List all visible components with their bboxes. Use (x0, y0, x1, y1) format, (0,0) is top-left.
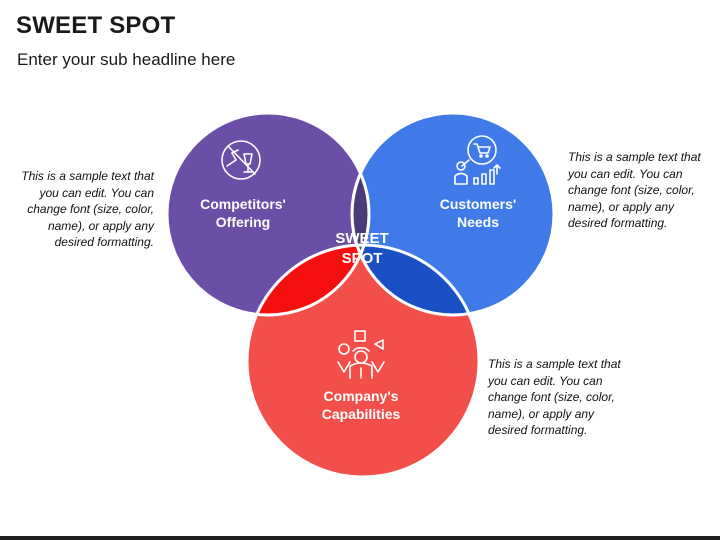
label-sweet-spot-line1: SWEET (335, 230, 388, 247)
sample-text-right-bottom: This is a sample text that you can edit.… (488, 357, 621, 437)
slide-subtitle: Enter your sub headline here (17, 50, 236, 69)
sample-text-left: This is a sample text that you can edit.… (21, 169, 154, 249)
shopping-cart-growth-icon (454, 135, 501, 185)
label-customers-line1: Customers' (440, 196, 516, 212)
label-company-line1: Company's (324, 388, 399, 404)
label-competitors-line2: Offering (216, 214, 270, 230)
footer-bar (0, 536, 720, 540)
label-competitors-line1: Competitors' (200, 196, 286, 212)
slide-title: SWEET SPOT (16, 12, 176, 39)
sample-text-right-top: This is a sample text that you can edit.… (568, 150, 701, 230)
juggling-skills-icon (337, 330, 385, 379)
no-drinks-icon (221, 140, 261, 180)
label-customers-line2: Needs (457, 214, 499, 230)
label-sweet-spot-line2: SPOT (342, 250, 383, 267)
label-company-line2: Capabilities (322, 406, 401, 422)
overlap-competitors-company (247, 245, 369, 315)
overlap-customers-company (352, 245, 479, 315)
